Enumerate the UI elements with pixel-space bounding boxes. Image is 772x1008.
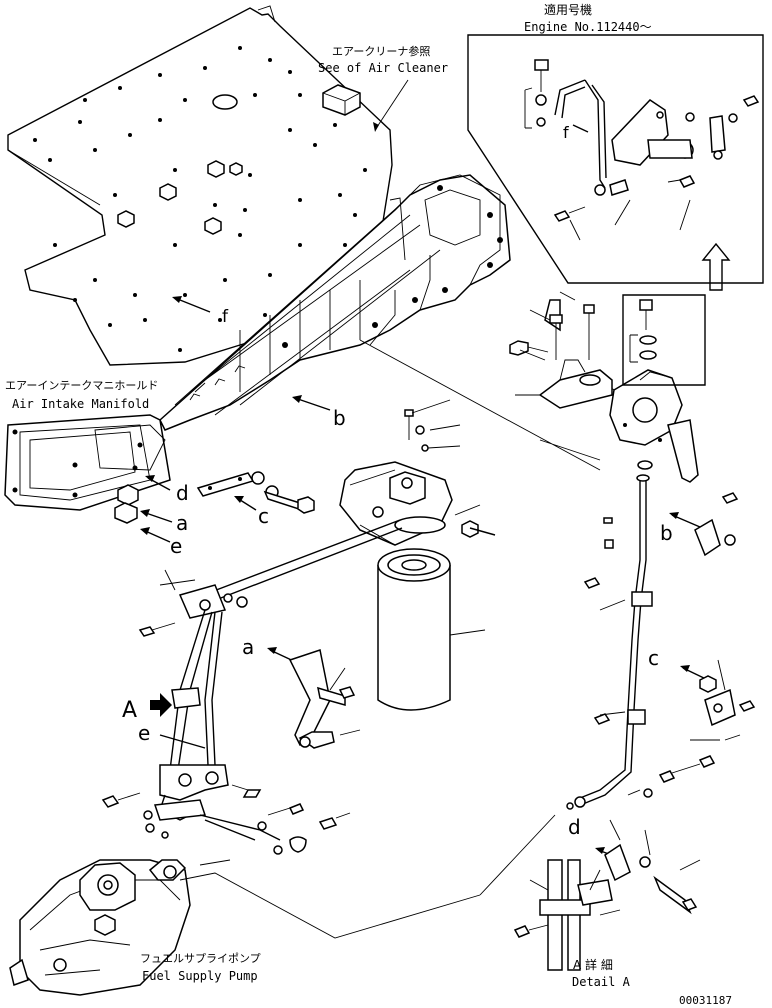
pump-label-en: Fuel Supply Pump — [142, 969, 258, 983]
view-mark-f: f — [222, 307, 229, 327]
detail-label-jp: A 詳 細 — [573, 957, 613, 972]
view-mark-c-right: c — [648, 646, 659, 670]
fuel-tubes-right: b c d — [566, 460, 756, 915]
filter-head — [339, 399, 496, 546]
drawing-number: 00031187 — [679, 994, 732, 1007]
view-mark-A: A — [122, 698, 137, 723]
detail-a: A 詳 細 Detail A — [513, 859, 631, 989]
view-mark-c: c — [258, 504, 269, 528]
air-intake-manifold — [4, 174, 511, 511]
filter-cartridge — [377, 548, 486, 711]
engine-no: Engine No.112440～ — [524, 20, 652, 34]
applicability-title: 適用号機 — [544, 2, 592, 17]
view-mark-e-lower: e — [138, 721, 150, 745]
view-mark-a-lower: a — [242, 635, 254, 659]
upward-arrow — [622, 242, 731, 386]
fuel-tubes-left — [101, 519, 403, 855]
view-mark-b-right: b — [660, 521, 673, 545]
view-mark-f-inset: f — [563, 123, 569, 142]
view-mark-d: d — [176, 481, 189, 505]
view-mark-a: a — [176, 511, 188, 535]
clips-and-gaskets — [114, 471, 315, 524]
air-cleaner-label-jp: エアークリーナ参照 — [332, 44, 430, 58]
intake-label-jp: エアーインテークマニホールド — [5, 379, 158, 392]
view-arrows: f b d c a e — [140, 296, 346, 558]
fuel-supply-pump: フュエルサプライポンプ Fuel Supply Pump — [9, 859, 261, 996]
priming-pump-bracket — [509, 291, 699, 483]
detail-label-en: Detail A — [572, 975, 631, 989]
intake-label-en: Air Intake Manifold — [12, 397, 149, 411]
detail-a-arrow: A e a — [122, 635, 361, 749]
plate-nuts — [117, 160, 243, 235]
air-cleaner-label-en: See of Air Cleaner — [318, 61, 448, 75]
air-cleaner-callout: エアークリーナ参照 See of Air Cleaner — [318, 44, 448, 132]
top-plate — [7, 5, 393, 366]
view-mark-d-right: d — [568, 815, 581, 839]
plate-holes — [33, 46, 367, 352]
view-mark-b: b — [333, 406, 346, 430]
view-mark-e: e — [170, 534, 182, 558]
inset-detail-box: 適用号機 Engine No.112440～ f — [467, 2, 764, 284]
pump-label-jp: フュエルサプライポンプ — [140, 952, 261, 965]
